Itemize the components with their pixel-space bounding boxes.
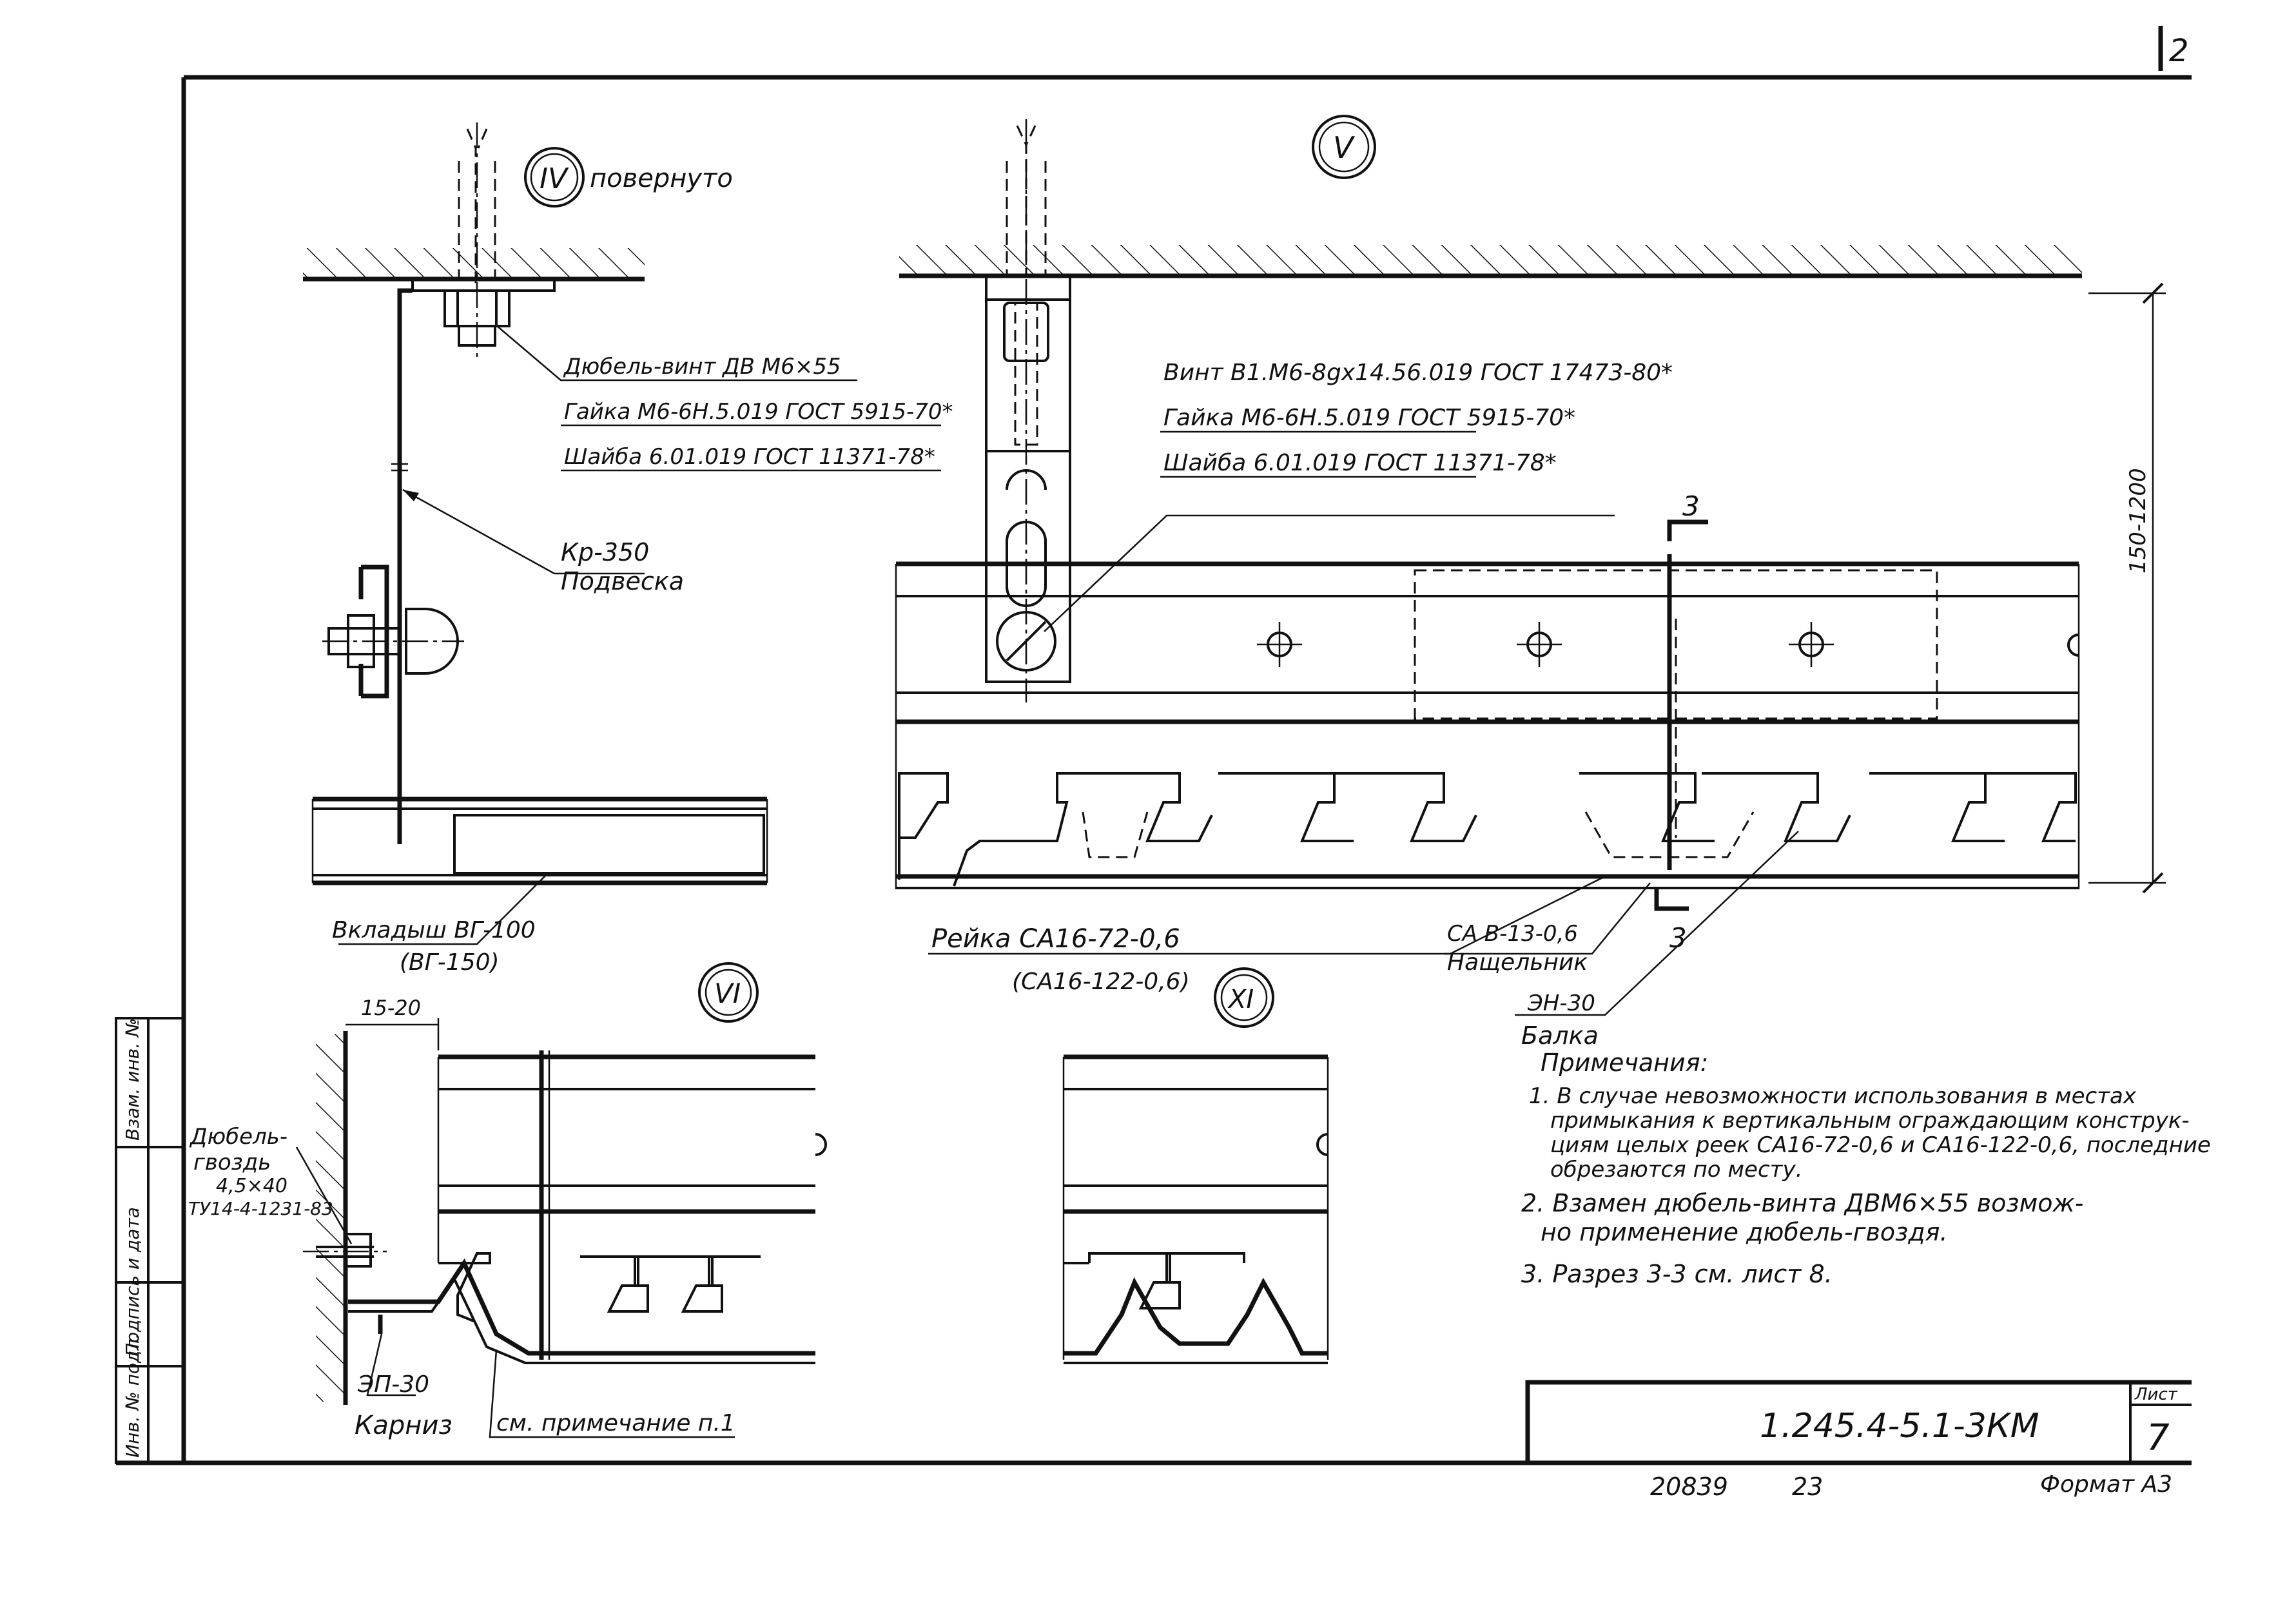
view-vi-detail (295, 1018, 827, 1438)
title-block (1525, 1380, 2192, 1463)
view-iv-callout-nut: Гайка М6-6Н.5.019 ГОСТ 5915-70* (564, 399, 953, 425)
note-1-line-3: циям целых реек СА16-72-0,6 и СА16-122-0… (1550, 1132, 2211, 1158)
note-2-line-2: но применение дюбель-гвоздя. (1541, 1218, 1948, 1246)
note-2-line-1: 2. Взамен дюбель-винта ДВМ6×55 возмож- (1521, 1189, 2083, 1217)
inventory-number: 20839 (1650, 1473, 1728, 1501)
side-stamp: Инв. № подл. Подпись и дата Взам. инв. № (115, 1017, 185, 1464)
view-iv-detail (303, 122, 941, 945)
sheet-frame (116, 26, 2192, 1465)
stamp-field-signature: Подпись и дата (122, 1207, 143, 1357)
notes-title: Примечания: (1541, 1048, 1708, 1077)
view-iv-label: IV (540, 162, 569, 195)
sheet-number: 7 (2146, 1417, 2170, 1459)
view-iv-callout-dowel: Дюбель-винт ДВ М6×55 (563, 354, 841, 380)
note-1-line-1: 1. В случае невозможности использования … (1529, 1083, 2137, 1109)
view-v-callout-nut: Гайка М6-6Н.5.019 ГОСТ 5915-70* (1163, 405, 1575, 431)
view-vi-dowel-line-3: 4,5×40 (216, 1175, 287, 1197)
section-mark-top: 3 (1682, 490, 1700, 522)
view-v-beam-code: ЭН-30 (1527, 990, 1595, 1016)
view-iv-suffix: повернуто (590, 164, 733, 193)
section-mark-bottom: 3 (1669, 922, 1687, 954)
notes-block: Примечания: 1. В случае невозможности ис… (1521, 1048, 2211, 1288)
view-vi-note-ref: см. примечание п.1 (496, 1410, 735, 1436)
view-vi-label: VI (714, 978, 741, 1009)
view-xi-detail (1062, 1054, 1329, 1364)
format-label: Формат А3 (2040, 1471, 2172, 1498)
view-iv-hanger-code: Кр-350 (561, 538, 649, 566)
view-vi-cornice-name: Карниз (355, 1411, 452, 1440)
view-v-rail-alt: (СА16-122-0,6) (1012, 969, 1190, 995)
note-3: 3. Разрез 3-3 см. лист 8. (1521, 1260, 1833, 1288)
view-vi-dowel-line-1: Дюбель- (189, 1124, 287, 1150)
page-corner-number: 2 (2169, 33, 2189, 69)
sheet-label: Лист (2134, 1385, 2178, 1404)
view-iv-callout-washer: Шайба 6.01.019 ГОСТ 11371-78* (564, 444, 935, 470)
view-iv-hanger-name: Подвеска (561, 567, 684, 595)
copy-number: 23 (1792, 1473, 1823, 1501)
view-v-rail-label: Рейка СА16-72-0,6 (931, 924, 1180, 954)
title-designation: 1.245.4-5.1-3КМ (1760, 1407, 2039, 1445)
view-vi-dowel-line-4: ТУ14-4-1231-83 (188, 1198, 333, 1219)
stamp-field-replacement: Взам. инв. № (122, 1018, 143, 1141)
view-vi-dim-label: 15-20 (361, 996, 421, 1020)
view-v-beam-name: Балка (1521, 1021, 1599, 1050)
view-iv-marker (524, 147, 585, 208)
note-1-line-2: примыкания к вертикальным ограждающим ко… (1550, 1108, 2190, 1134)
view-v-callout-screw: Винт В1.М6-8gх14.56.019 ГОСТ 17473-80* (1163, 360, 1673, 386)
view-v-dimension: 150-1200 (2125, 468, 2151, 574)
view-xi-marker (1214, 967, 1274, 1028)
view-iv-insert-alt: (ВГ-150) (400, 949, 500, 976)
view-v-cover-code: СА В-13-0,6 (1447, 921, 1578, 947)
view-vi-marker (698, 962, 759, 1023)
view-vi-dowel-line-2: гвоздь (193, 1150, 271, 1175)
view-v-label: V (1333, 130, 1356, 165)
view-v-marker (1312, 115, 1376, 179)
view-vi-cornice-code: ЭП-30 (357, 1371, 429, 1398)
view-xi-label: XI (1227, 985, 1254, 1014)
stamp-field-inventory: Инв. № подл. (122, 1333, 143, 1458)
view-v-callout-washer: Шайба 6.01.019 ГОСТ 11371-78* (1163, 450, 1557, 476)
view-v-cover-name: Нащельник (1447, 949, 1588, 976)
view-iv-insert-label: Вкладыш ВГ-100 (332, 917, 536, 943)
view-v-detail (895, 119, 2166, 1016)
note-1-line-4: обрезаются по месту. (1550, 1157, 1802, 1183)
